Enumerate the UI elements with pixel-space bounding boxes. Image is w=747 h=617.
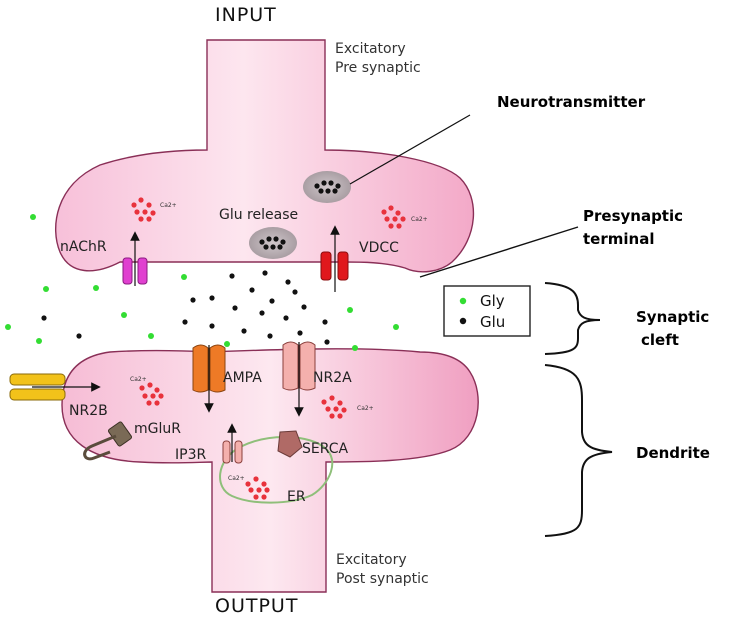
post-synaptic-line-1: Excitatory bbox=[336, 552, 407, 568]
ip3r-label: IP3R bbox=[175, 447, 206, 463]
nr2b-receptor bbox=[9, 373, 101, 401]
legend-gly-swatch bbox=[459, 297, 467, 305]
postsynaptic-membrane bbox=[61, 348, 479, 593]
er-outline bbox=[219, 436, 334, 504]
vdcc-label: VDCC bbox=[359, 240, 399, 256]
calcium-cluster-post-right bbox=[321, 395, 347, 419]
ampa-receptor bbox=[192, 344, 226, 413]
synaptic-cleft-line-2: cleft bbox=[641, 331, 679, 349]
calcium-cluster-post-left bbox=[139, 382, 164, 406]
legend-gly-label: Gly bbox=[480, 292, 505, 310]
glycine-molecules bbox=[5, 214, 399, 351]
presynaptic-membrane bbox=[54, 39, 475, 273]
glu-release-label: Glu release bbox=[219, 207, 298, 223]
nachr-channel bbox=[122, 231, 148, 286]
legend-box: Gly Glu bbox=[443, 285, 531, 337]
pre-synaptic-line-1: Excitatory bbox=[335, 41, 406, 57]
ca-label-post-left: Ca2+ bbox=[130, 376, 147, 383]
mglur-receptor bbox=[83, 421, 133, 461]
neurotransmitter-pointer bbox=[349, 114, 471, 185]
ampa-label: AMPA bbox=[223, 370, 262, 386]
calcium-cluster-pre-left bbox=[131, 197, 156, 222]
nr2b-label: NR2B bbox=[69, 403, 108, 419]
presynaptic-terminal-pointer bbox=[419, 226, 579, 278]
presynaptic-terminal-line-2: terminal bbox=[583, 230, 654, 248]
vesicle-upper bbox=[303, 171, 351, 203]
output-label: OUTPUT bbox=[215, 595, 298, 617]
glutamate-molecules bbox=[41, 270, 330, 345]
calcium-cluster-er bbox=[245, 476, 270, 500]
vesicle-lower bbox=[249, 227, 297, 259]
ca-label-er: Ca2+ bbox=[228, 475, 245, 482]
vdcc-channel bbox=[320, 225, 349, 292]
post-synaptic-line-2: Post synaptic bbox=[336, 571, 429, 587]
neurotransmitter-label: Neurotransmitter bbox=[497, 93, 646, 111]
er-label: ER bbox=[287, 489, 306, 505]
dendrite-label: Dendrite bbox=[636, 444, 710, 462]
ip3r-channel bbox=[222, 423, 243, 464]
presynaptic-terminal-line-1: Presynaptic bbox=[583, 207, 683, 225]
ca-label-pre-left: Ca2+ bbox=[160, 202, 177, 209]
serca-label: SERCA bbox=[302, 441, 349, 457]
pre-synaptic-line-2: Pre synaptic bbox=[335, 60, 421, 76]
legend-glu-swatch bbox=[459, 317, 467, 325]
nr2a-label: NR2A bbox=[313, 370, 352, 386]
synaptic-cleft-brace bbox=[544, 282, 601, 355]
input-label: INPUT bbox=[215, 4, 277, 26]
synaptic-cleft-line-1: Synaptic bbox=[636, 308, 709, 326]
dendrite-brace bbox=[544, 364, 613, 537]
nr2a-receptor bbox=[282, 341, 316, 417]
mglur-label: mGluR bbox=[134, 421, 181, 437]
nachr-label: nAChR bbox=[60, 239, 107, 255]
ca-label-pre-right: Ca2+ bbox=[411, 216, 428, 223]
calcium-cluster-pre-right bbox=[381, 205, 406, 229]
legend-glu-label: Glu bbox=[480, 313, 505, 331]
ca-label-post-right: Ca2+ bbox=[357, 405, 374, 412]
serca-pump bbox=[277, 430, 303, 458]
